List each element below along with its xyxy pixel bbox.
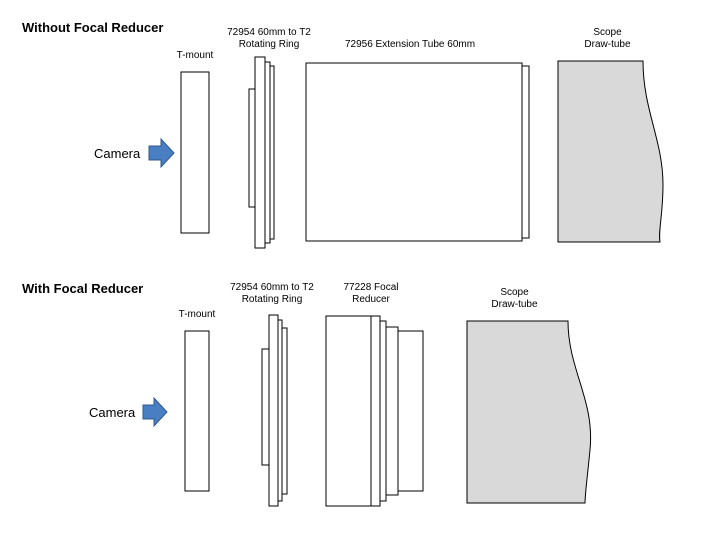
- t-mount-label: T-mount: [176, 50, 214, 61]
- rotating-ring-label: 72954 60mm to T2 Rotating Ring: [224, 27, 314, 51]
- extension-tube-shape: [305, 62, 530, 242]
- focal-reducer-label: 77228 Focal Reducer: [336, 282, 406, 306]
- camera-label: Camera: [89, 405, 136, 420]
- scope-draw-tube-shape: [466, 320, 592, 504]
- rotating-ring-label-line1: 72954 60mm to T2: [227, 27, 311, 38]
- rotating-ring-label-line1: 72954 60mm to T2: [230, 282, 314, 293]
- section-title-without: Without Focal Reducer: [22, 20, 164, 35]
- focal-reducer-label-line2: Reducer: [352, 294, 390, 305]
- rotating-ring-shape: [261, 314, 288, 507]
- rotating-ring-label-line2: Rotating Ring: [241, 294, 303, 305]
- section-title-with: With Focal Reducer: [22, 281, 144, 296]
- rotating-ring-label-line2: Rotating Ring: [238, 39, 300, 50]
- camera-arrow-icon: [148, 137, 175, 169]
- t-mount-label: T-mount: [178, 309, 216, 320]
- scope-label-line1: Scope: [500, 287, 529, 298]
- camera-arrow-icon: [142, 396, 168, 428]
- scope-label-line2: Draw-tube: [584, 39, 631, 50]
- focal-reducer-label-line1: 77228 Focal: [343, 282, 399, 293]
- t-mount-shape: [180, 71, 210, 234]
- scope-draw-tube-label: Scope Draw-tube: [482, 287, 547, 311]
- scope-label-line1: Scope: [593, 27, 622, 38]
- rotating-ring-label: 72954 60mm to T2 Rotating Ring: [227, 282, 317, 306]
- t-mount-shape: [184, 330, 210, 492]
- extension-tube-label: 72956 Extension Tube 60mm: [344, 39, 476, 50]
- scope-draw-tube-label: Scope Draw-tube: [575, 27, 640, 51]
- scope-draw-tube-shape: [557, 60, 664, 243]
- focal-reducer-shape: [325, 315, 424, 507]
- camera-label: Camera: [94, 146, 141, 161]
- scope-label-line2: Draw-tube: [491, 299, 538, 310]
- rotating-ring-shape: [248, 56, 275, 249]
